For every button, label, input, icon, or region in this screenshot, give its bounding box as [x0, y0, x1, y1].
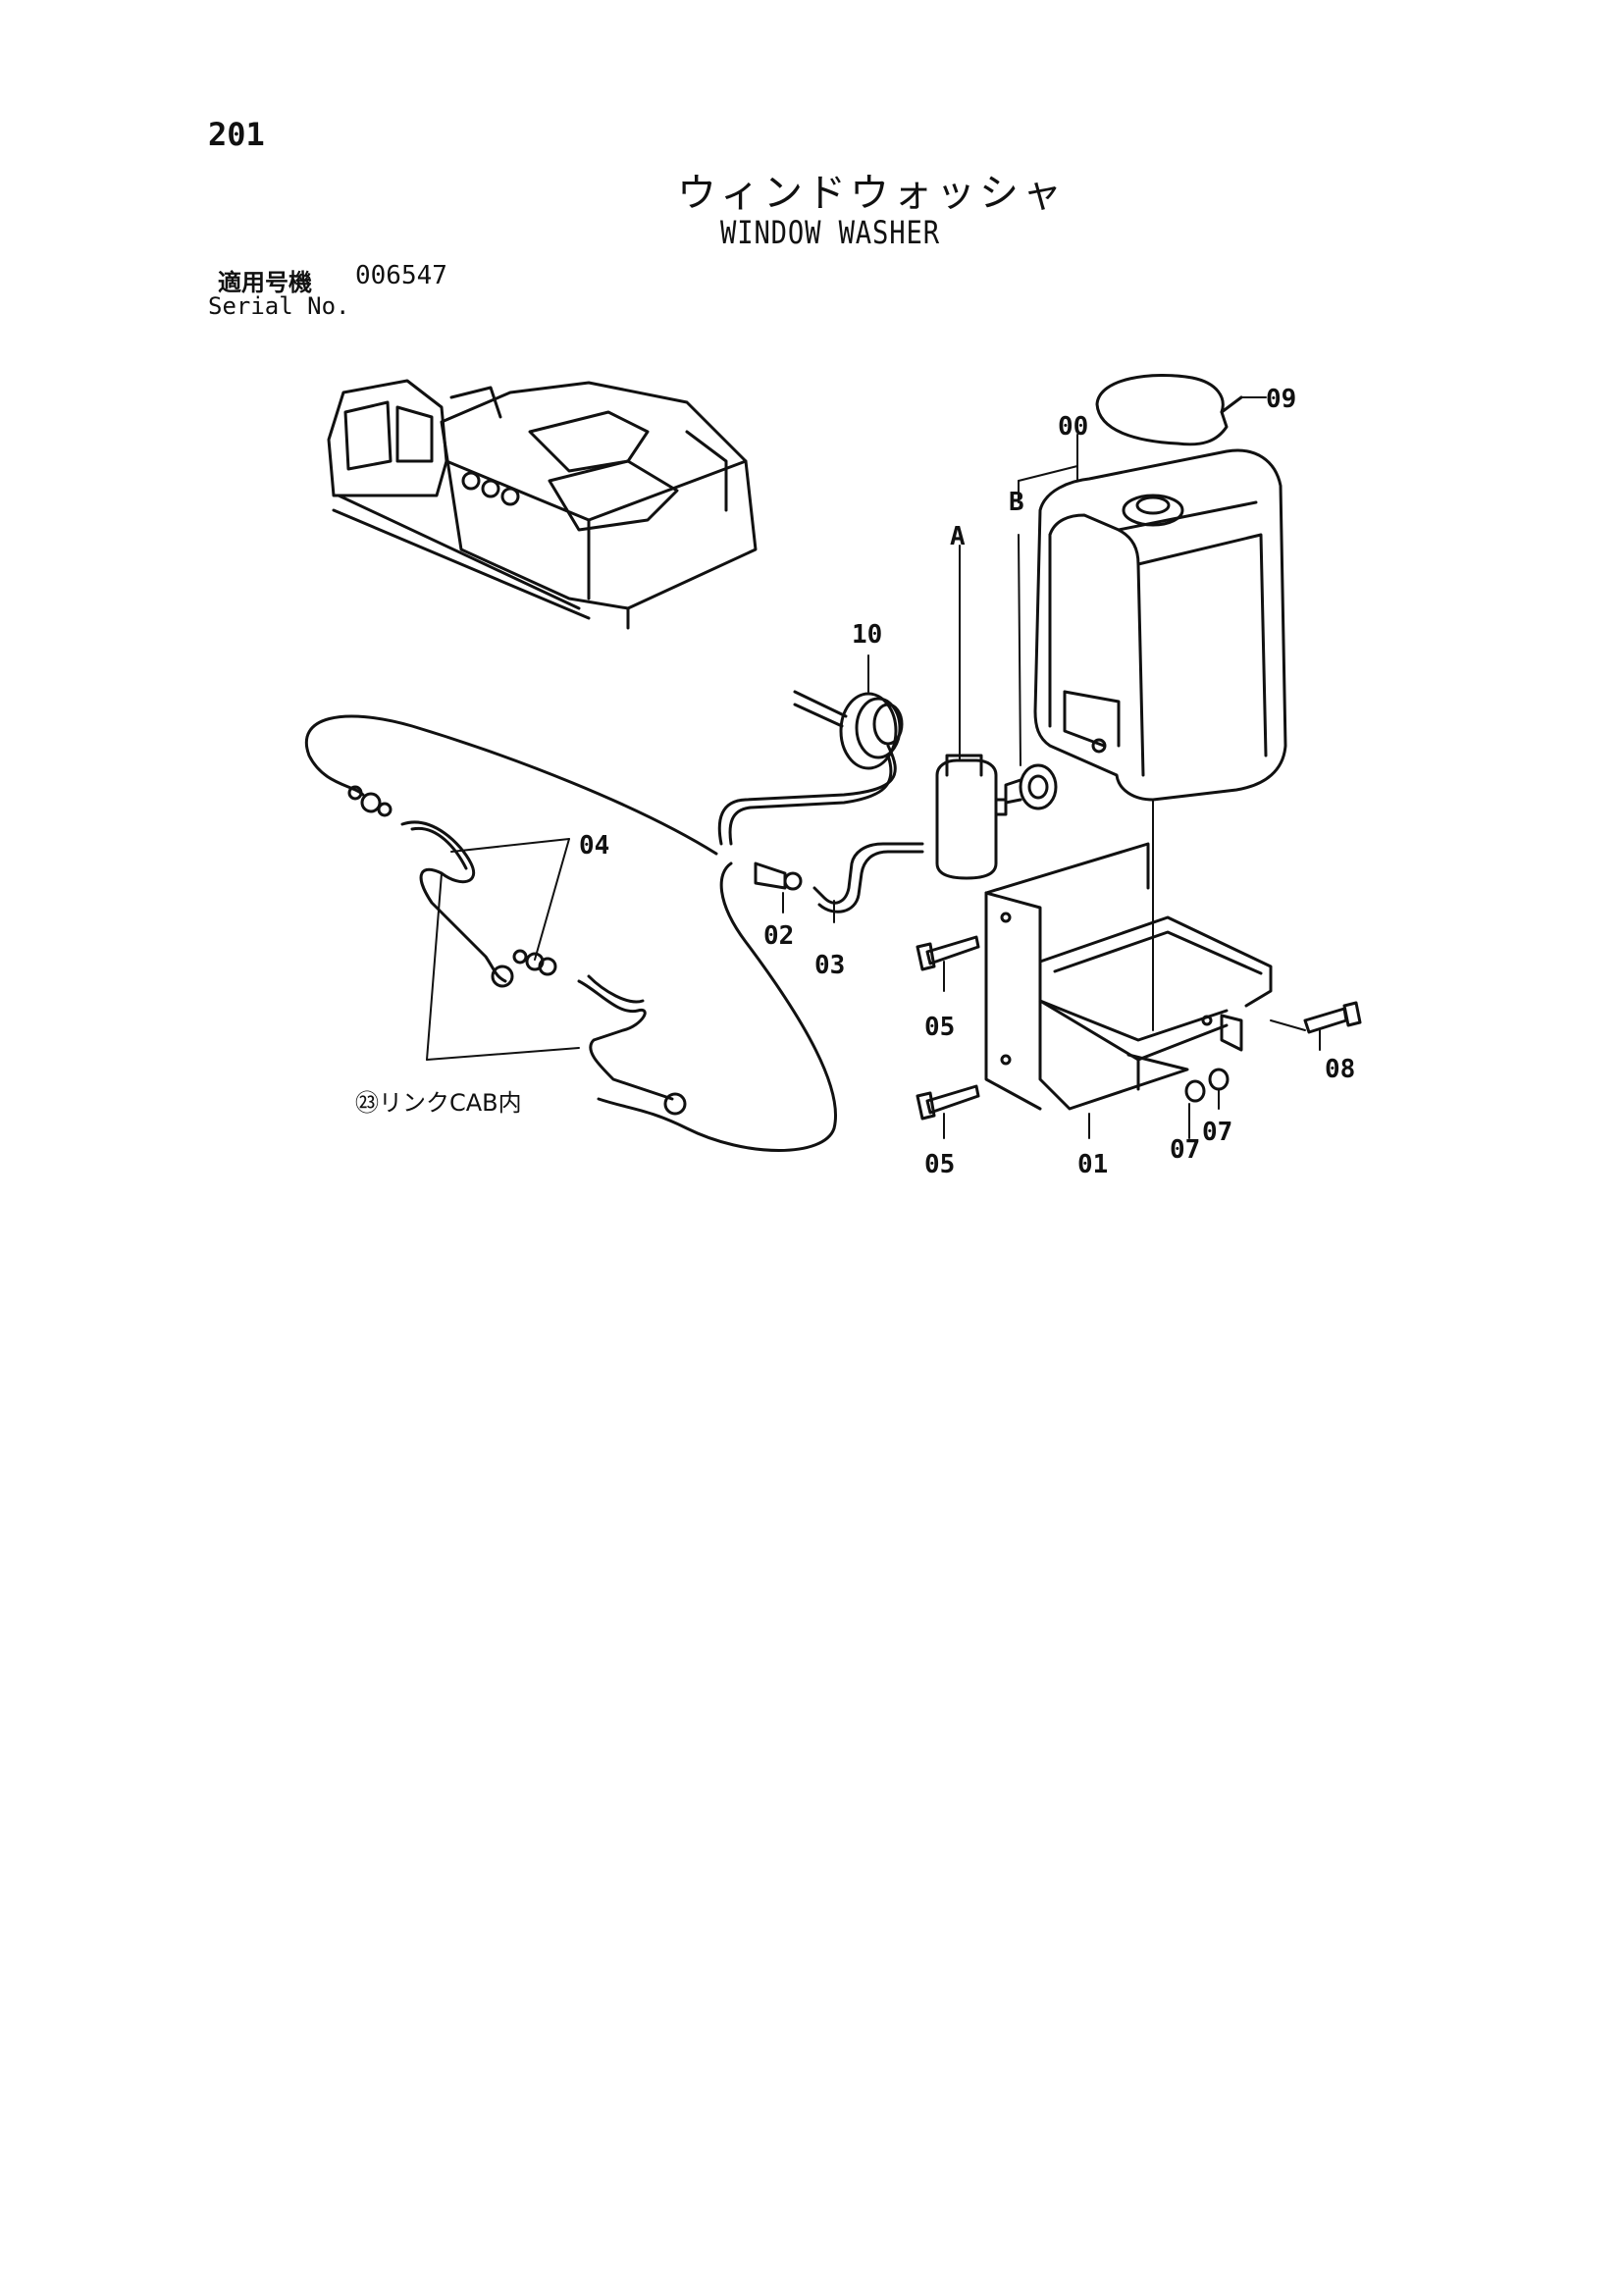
callout-08: 08 — [1325, 1055, 1355, 1084]
leader-lines — [426, 396, 1321, 1139]
fastener-illustrations — [916, 935, 1362, 1121]
serial-label-english: Serial No. — [208, 292, 350, 320]
page-number: 201 — [208, 116, 265, 153]
title-japanese: ウィンドウォッシャ — [677, 171, 1066, 216]
hose-assembly-illustration — [347, 785, 687, 1116]
hose-grommet-illustration — [793, 690, 904, 770]
washer-pump-illustration — [935, 754, 1008, 880]
callout-09: 09 — [1266, 385, 1296, 414]
connector-illustration — [754, 861, 803, 891]
callout-sub-b: B — [1009, 488, 1024, 517]
callout-04: 04 — [579, 831, 609, 861]
callout-07-left: 07 — [1170, 1135, 1200, 1165]
callout-05-lower: 05 — [924, 1150, 955, 1179]
hose-routing — [717, 744, 924, 913]
callout-10: 10 — [852, 620, 882, 650]
callout-05-upper: 05 — [924, 1013, 955, 1042]
title-english: WINDOW WASHER — [720, 214, 940, 251]
excavator-locator-illustration — [327, 379, 758, 630]
callout-07-right: 07 — [1202, 1118, 1232, 1147]
callout-01: 01 — [1077, 1150, 1108, 1179]
callout-sub-a: A — [950, 522, 966, 551]
callout-03: 03 — [814, 951, 845, 980]
grommet-illustration — [1004, 763, 1058, 810]
note-link-cab: ㉓リンクCAB内 — [355, 1089, 522, 1117]
serial-label-japanese: 適用号機 — [218, 269, 312, 296]
tank-cap-illustration — [1095, 373, 1243, 446]
washer-tank-illustration — [1033, 448, 1287, 802]
long-hose-loop — [305, 714, 837, 1152]
tank-bracket-illustration — [984, 842, 1273, 1111]
serial-number: 006547 — [355, 261, 447, 290]
callout-02: 02 — [763, 921, 794, 951]
callout-00: 00 — [1058, 412, 1088, 442]
part-callouts: 09 00 A B 10 04 02 03 05 08 07 07 05 01 … — [355, 385, 1355, 1179]
